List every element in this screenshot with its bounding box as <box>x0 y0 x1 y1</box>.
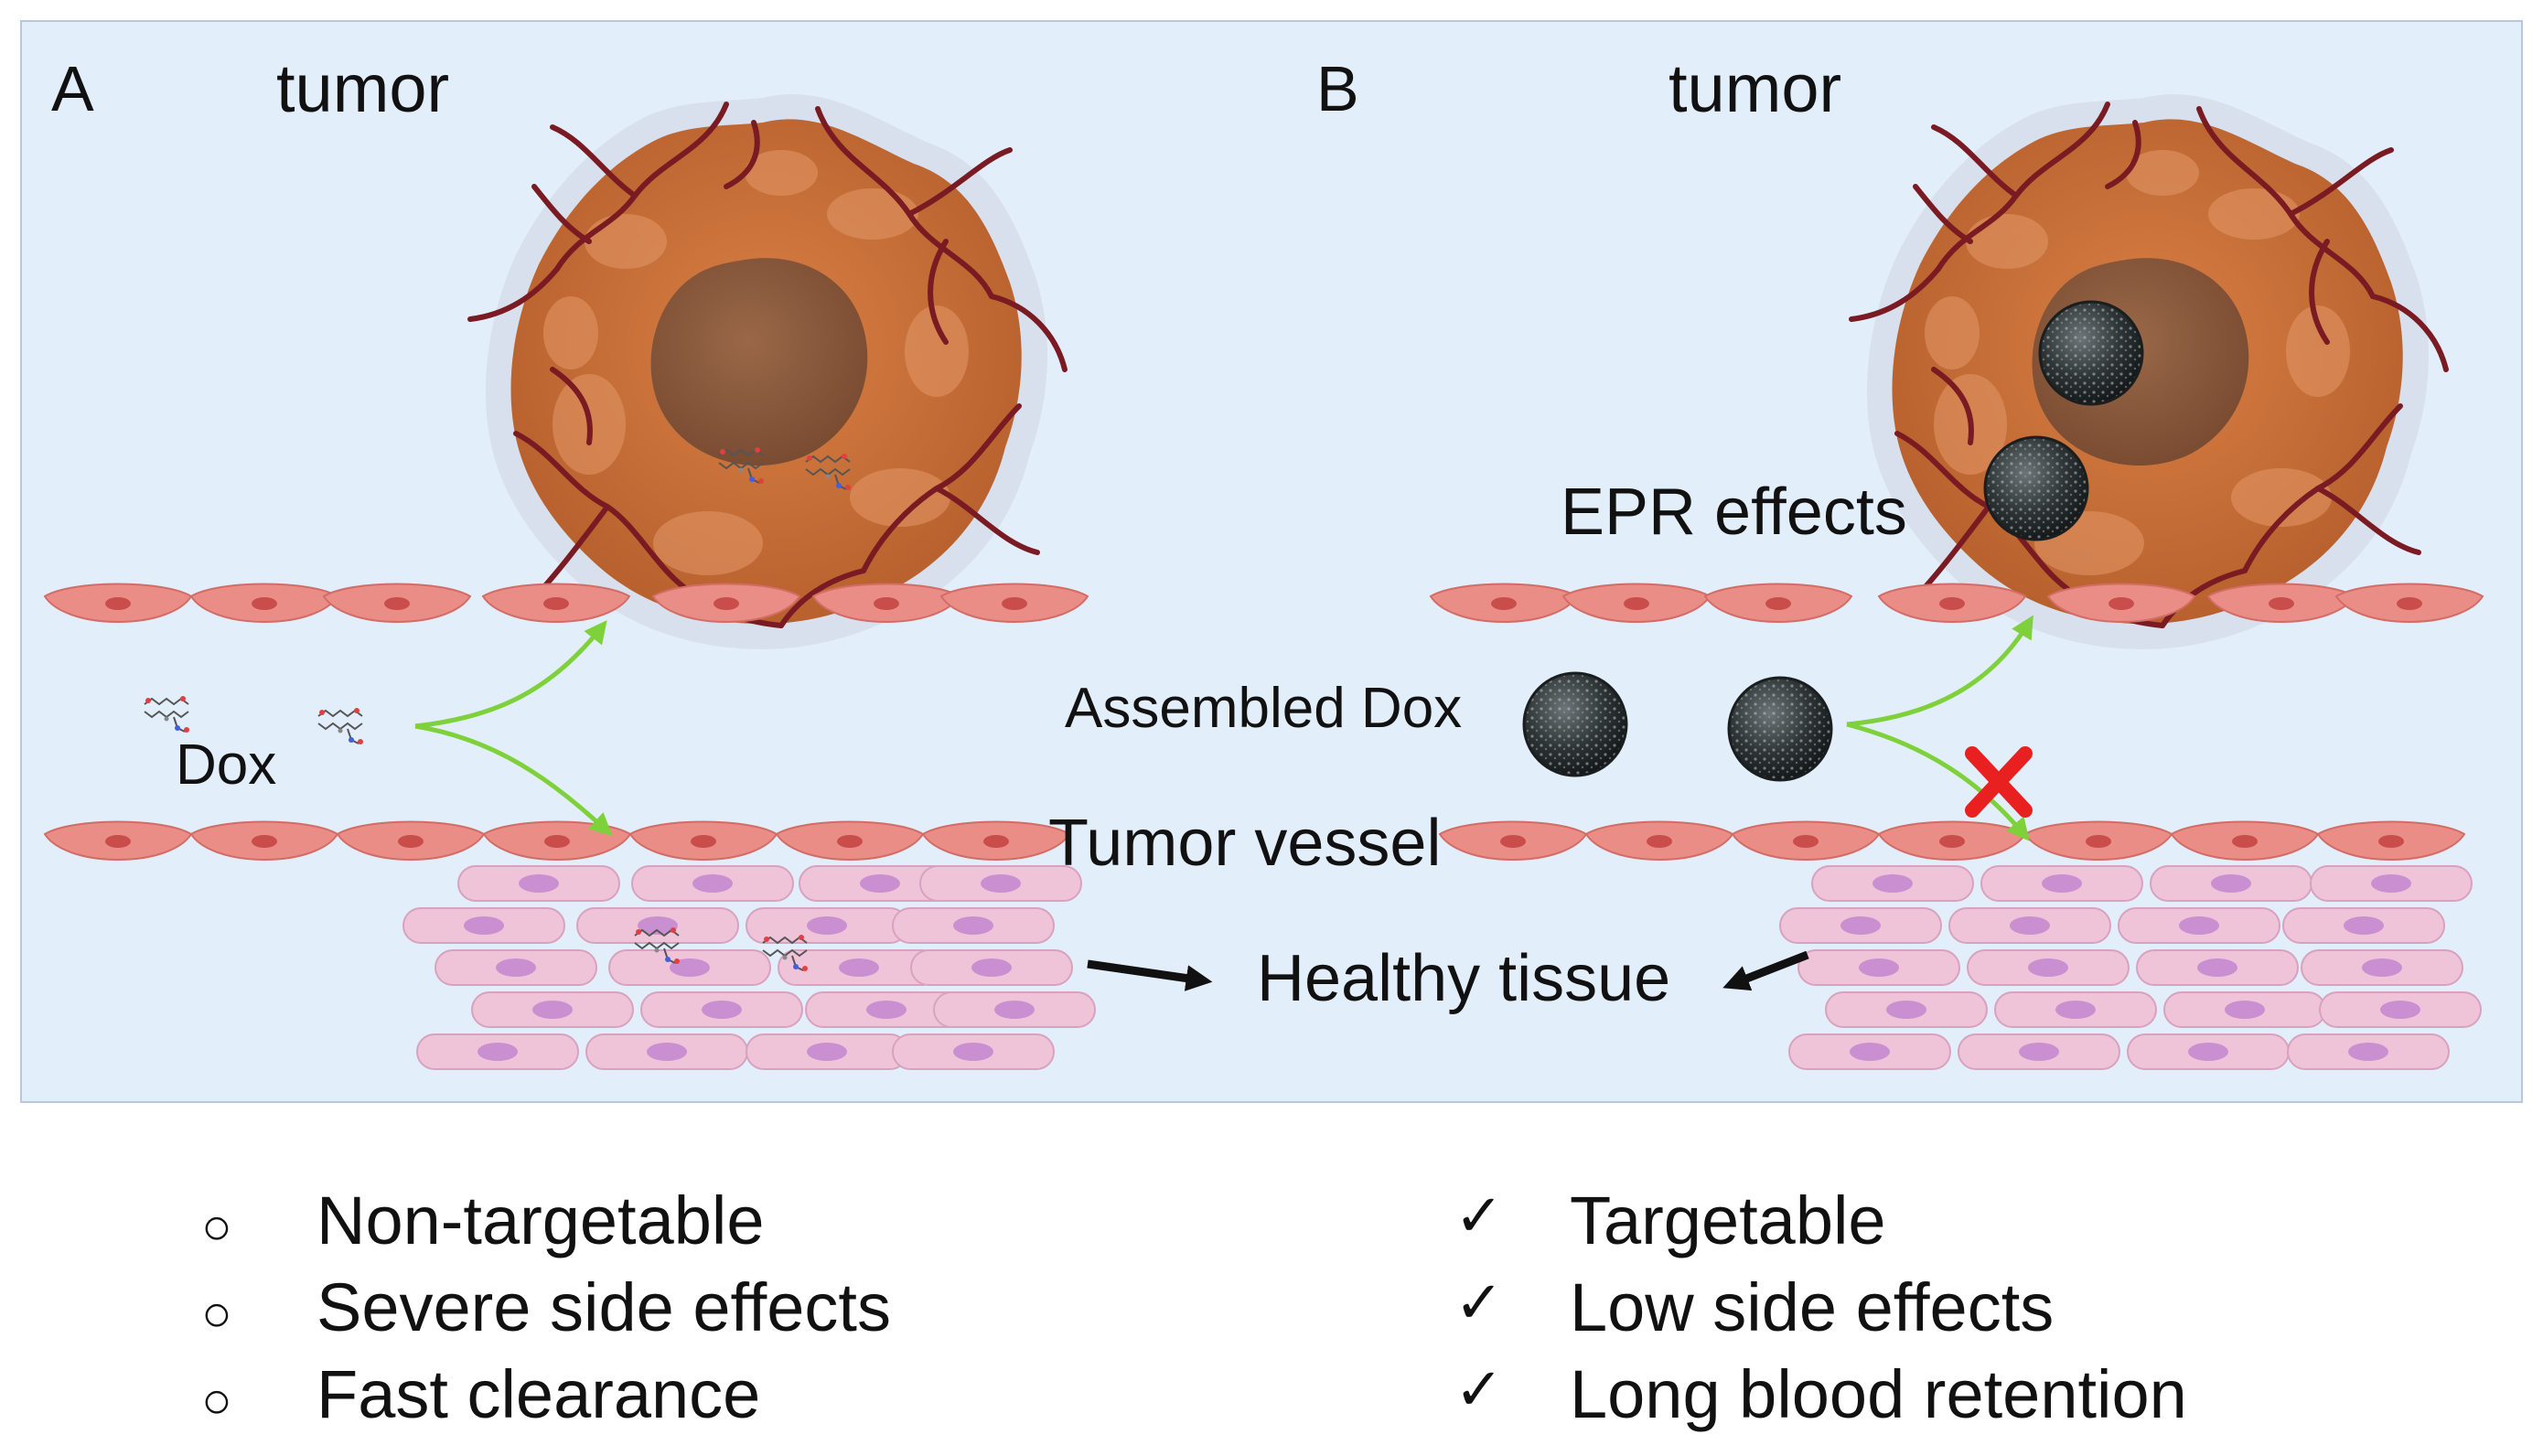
checkmark-icon: ✓ <box>1454 1183 1504 1250</box>
healthy-tissue-label: Healthy tissue <box>1257 942 1671 1015</box>
panel-a-healthy-tissue <box>402 865 1096 1070</box>
arrow-b-to-healthy-tissue <box>1722 950 1809 991</box>
panel-a-tumor-cell <box>470 94 1065 649</box>
panel-a-letter: A <box>51 53 94 124</box>
right-list-item: Long blood retention <box>1570 1356 2187 1432</box>
panel-b-circulating-nanoparticle <box>1522 671 1628 777</box>
panel-b-letter: B <box>1316 53 1359 124</box>
panel-a-free-dox <box>317 707 364 745</box>
panel-b-lower-vessel-wall <box>1439 820 2465 861</box>
circle-bullet-icon: ○ <box>201 1197 232 1255</box>
panel-b-healthy-tissue <box>1779 865 2482 1070</box>
panel-a-artwork <box>44 94 1213 1070</box>
left-list-item: Severe side effects <box>317 1269 891 1345</box>
checkmark-icon: ✓ <box>1454 1269 1504 1337</box>
diagram-artwork <box>44 22 2484 1070</box>
right-list-item: Targetable <box>1570 1183 1886 1258</box>
panel-a-lower-vessel-wall <box>44 820 1070 861</box>
right-list-item: Low side effects <box>1570 1269 2055 1345</box>
panel-b-block-cross-icon <box>1965 746 2033 818</box>
panel-a-upper-vessel-wall <box>44 583 1089 623</box>
panel-b-epr-label: EPR effects <box>1561 476 1907 549</box>
panel-b-tumor-label: tumor <box>1669 50 1842 126</box>
panel-a-arrow-to-tumor <box>414 620 607 729</box>
panel-b-arrow-to-tissue-blocked <box>1846 722 2030 841</box>
circle-bullet-icon: ○ <box>201 1284 232 1342</box>
panel-b-upper-vessel-wall <box>1430 583 2484 623</box>
diagram-scene: A tumor Dox B tumor EPR effects Assemble… <box>20 20 2523 1103</box>
left-list-item: Fast clearance <box>317 1356 761 1432</box>
panel-b-arrow-to-tumor <box>1846 615 2033 727</box>
panel-b-assembled-dox-label: Assembled Dox <box>1065 677 1463 740</box>
panel-b-circulating-nanoparticle <box>1727 676 1833 782</box>
panel-a-free-dox <box>144 695 190 733</box>
panel-a-arrow-to-tissue <box>414 723 613 837</box>
arrow-a-to-healthy-tissue <box>1087 959 1213 991</box>
panel-a-tumor-label: tumor <box>276 50 450 126</box>
checkmark-icon: ✓ <box>1454 1356 1504 1424</box>
circle-bullet-icon: ○ <box>201 1371 232 1429</box>
tumor-vessel-label: Tumor vessel <box>1048 807 1442 880</box>
panel-a-dox-label: Dox <box>176 733 277 797</box>
panel-b-artwork <box>1430 94 2484 1070</box>
panel-b-nanoparticle-in-tumor <box>2038 300 2144 406</box>
panel-b-tumor-cell <box>1851 94 2446 649</box>
panel-b-nanoparticle-in-tumor <box>1983 435 2089 541</box>
left-list-item: Non-targetable <box>317 1183 765 1258</box>
